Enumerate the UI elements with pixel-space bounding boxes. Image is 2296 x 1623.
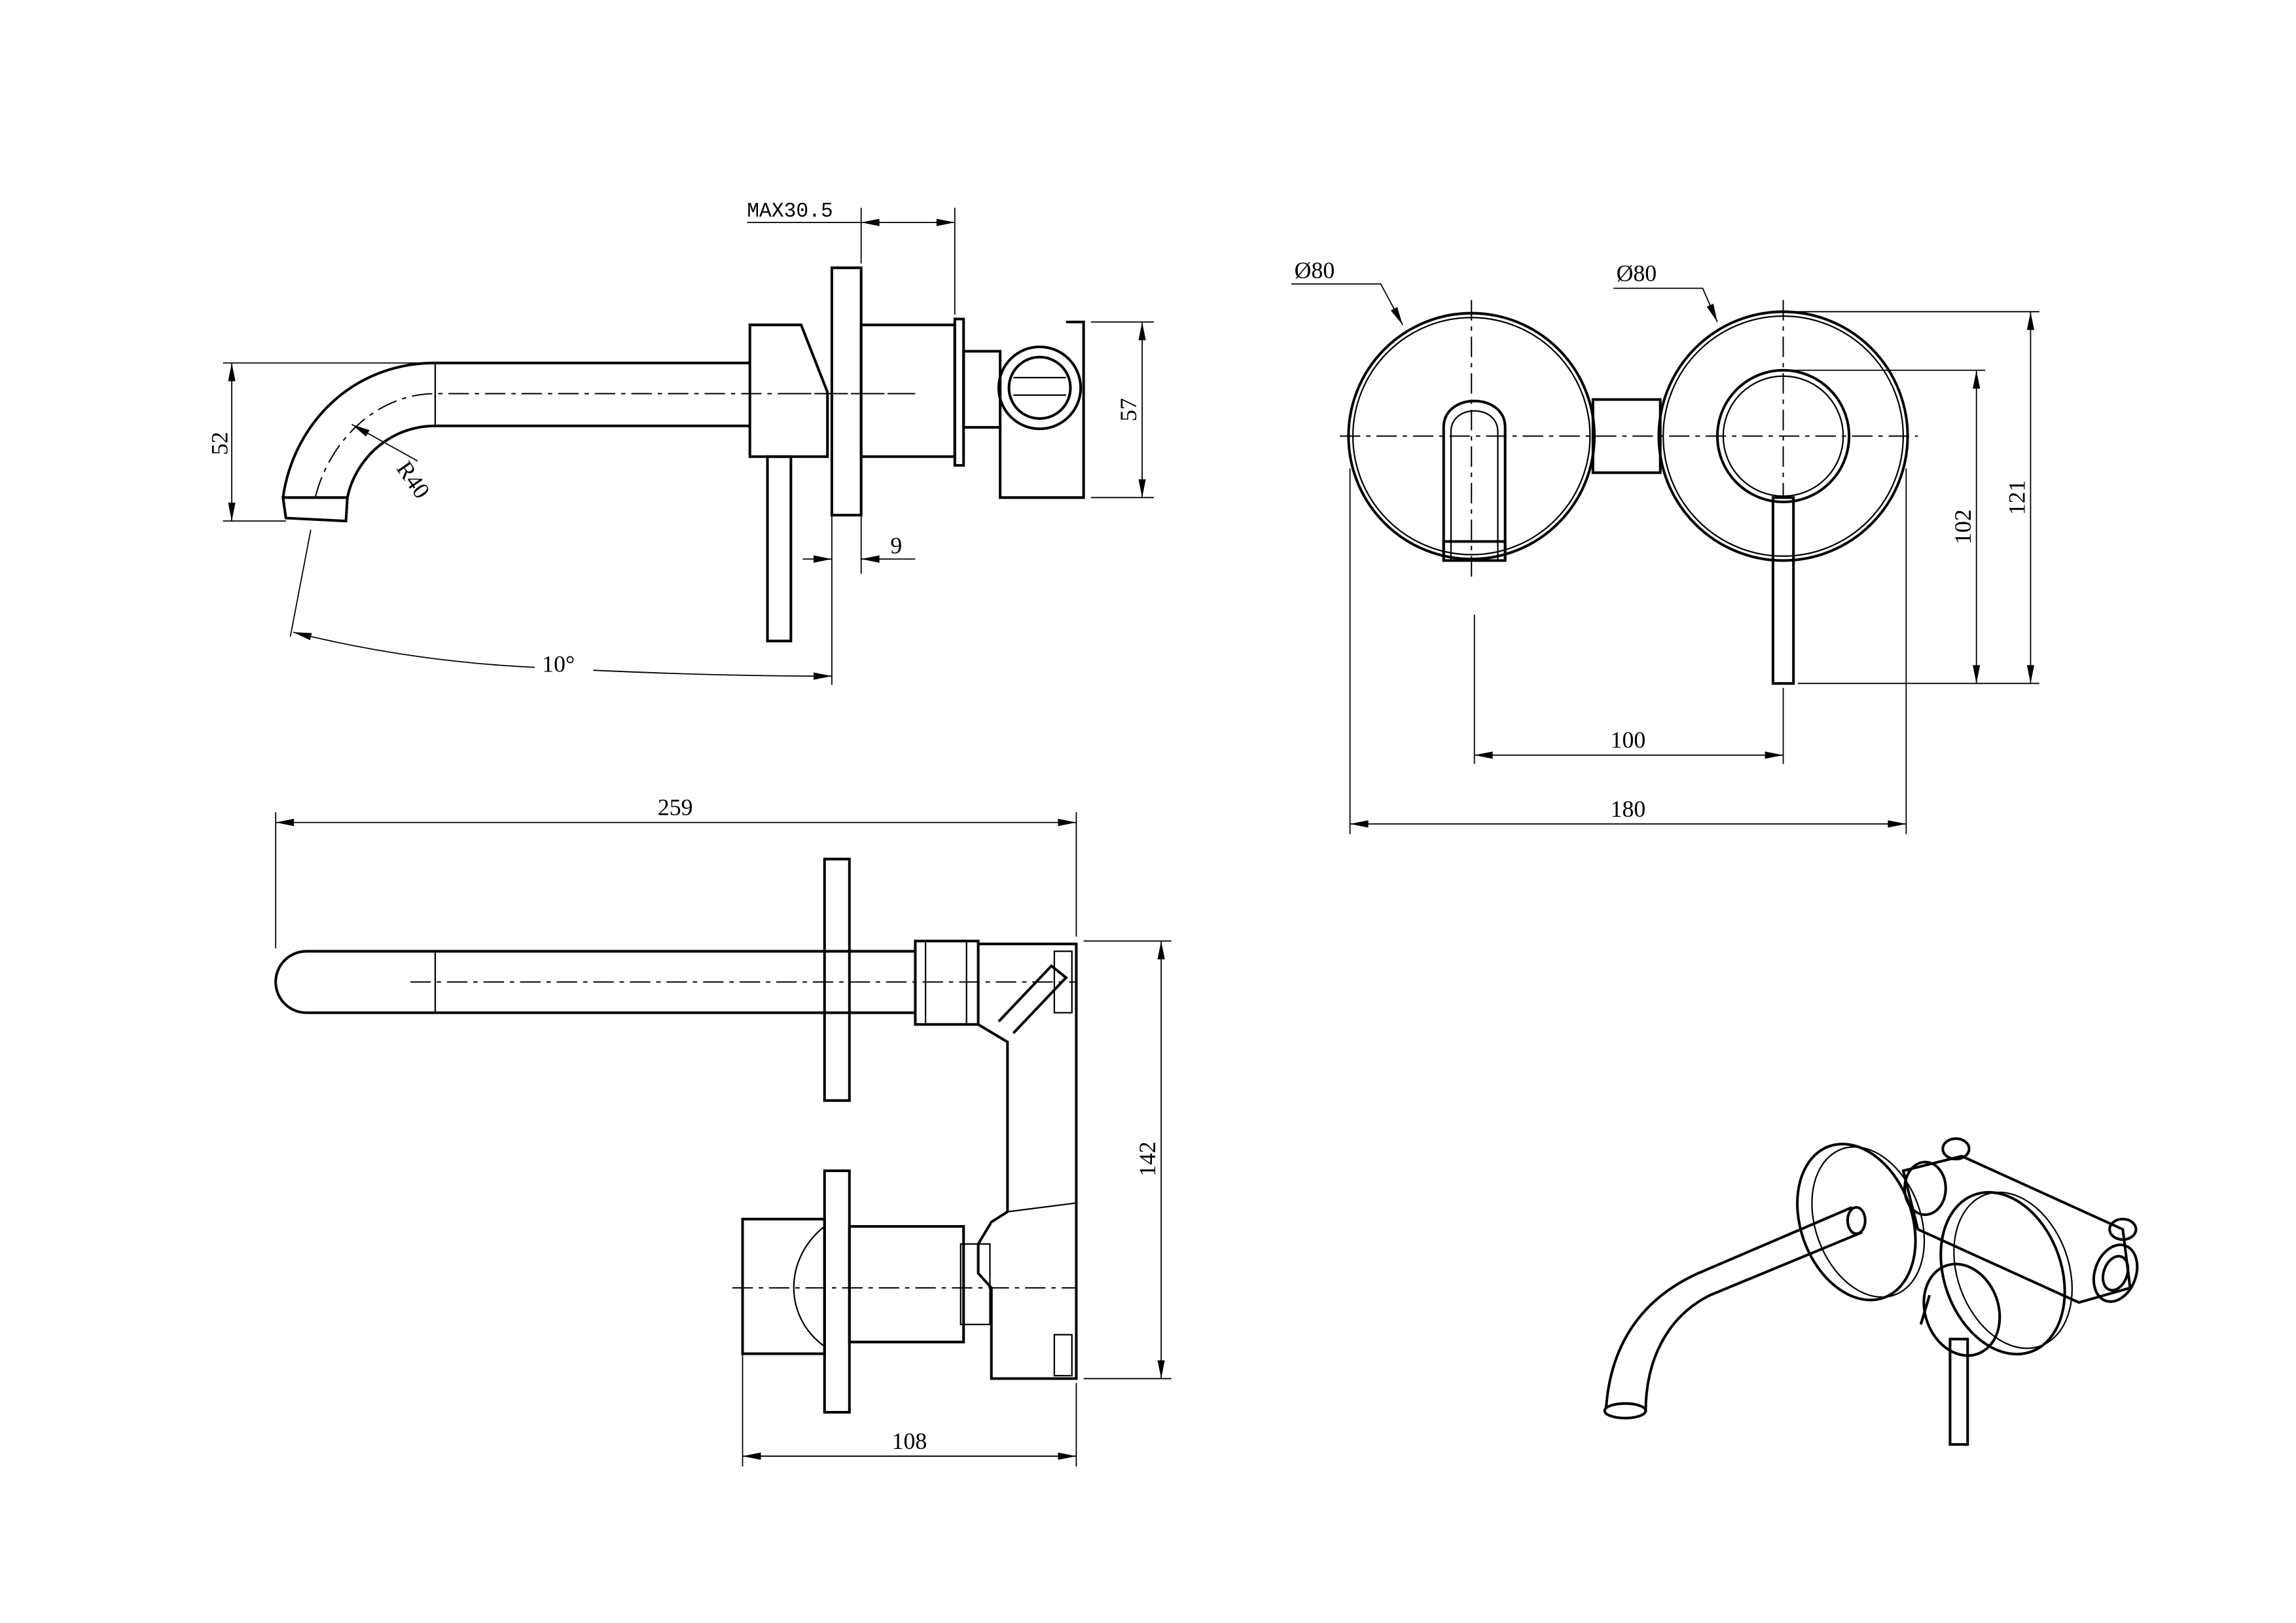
iso-spout <box>1603 1205 1867 1419</box>
spout-height-label: 52 <box>206 432 232 455</box>
iso-valve-frame <box>1901 1137 2139 1304</box>
max-depth-label: MAX30.5 <box>747 200 833 223</box>
top-lower-plate <box>823 1169 851 1414</box>
dim-right-diameter: Ø80 <box>1613 260 1718 323</box>
dim-overall-width: 180 <box>1349 468 1907 834</box>
plate-thickness-label: 9 <box>890 532 902 558</box>
top-spout <box>274 950 916 1014</box>
body-depth-label: 108 <box>892 1428 927 1454</box>
dim-plate-thickness: 9 <box>802 515 916 685</box>
front-lever <box>1771 496 1795 685</box>
side-view: MAX30.5 52 R40 57 9 10° <box>206 200 1154 685</box>
overall-width-label: 180 <box>1611 796 1646 822</box>
radius-label: R40 <box>391 456 435 503</box>
lever-height-label: 102 <box>1950 509 1976 544</box>
dim-overall-height: 121 <box>1783 311 2039 685</box>
isometric-view <box>1603 1137 2139 1446</box>
spout-angle-label: 10° <box>542 651 575 677</box>
overall-height-label: 121 <box>2004 480 2030 515</box>
centers-label: 100 <box>1611 727 1646 753</box>
wall-plate <box>830 266 863 517</box>
top-height-label: 142 <box>1134 1141 1160 1177</box>
top-valve-body <box>977 942 1078 1380</box>
dim-spout-angle: 10° <box>289 529 832 680</box>
top-upper-plate <box>823 857 851 1102</box>
dim-centers: 100 <box>1473 615 1784 764</box>
overall-length-label: 259 <box>658 794 693 821</box>
spout <box>281 361 908 523</box>
iso-mixer <box>1919 1190 2073 1446</box>
dim-lever-height: 102 <box>1783 369 1986 684</box>
left-diameter-label: Ø80 <box>1295 257 1335 283</box>
iso-spout-plate <box>1796 1143 1926 1302</box>
dim-top-height: 142 <box>1083 940 1172 1380</box>
top-handle <box>741 1217 826 1355</box>
iso-lever <box>1948 1338 1969 1446</box>
valve-bracket <box>962 320 1085 499</box>
body-height-label: 57 <box>1115 398 1141 421</box>
body-block <box>748 323 829 458</box>
cartridge-body <box>859 323 956 458</box>
front-view: Ø80 Ø80 121 102 100 180 <box>1291 257 2039 834</box>
lever <box>766 455 793 643</box>
dim-left-diameter: Ø80 <box>1291 257 1403 325</box>
top-view: 259 142 108 <box>274 794 1172 1467</box>
dim-spout-height: 52 <box>206 362 435 522</box>
right-diameter-label: Ø80 <box>1617 260 1657 286</box>
dim-body-height: 57 <box>1090 321 1154 499</box>
dim-overall-length: 259 <box>275 794 1077 949</box>
dim-body-depth: 108 <box>742 1353 1077 1467</box>
dim-max-depth: MAX30.5 <box>747 200 956 315</box>
